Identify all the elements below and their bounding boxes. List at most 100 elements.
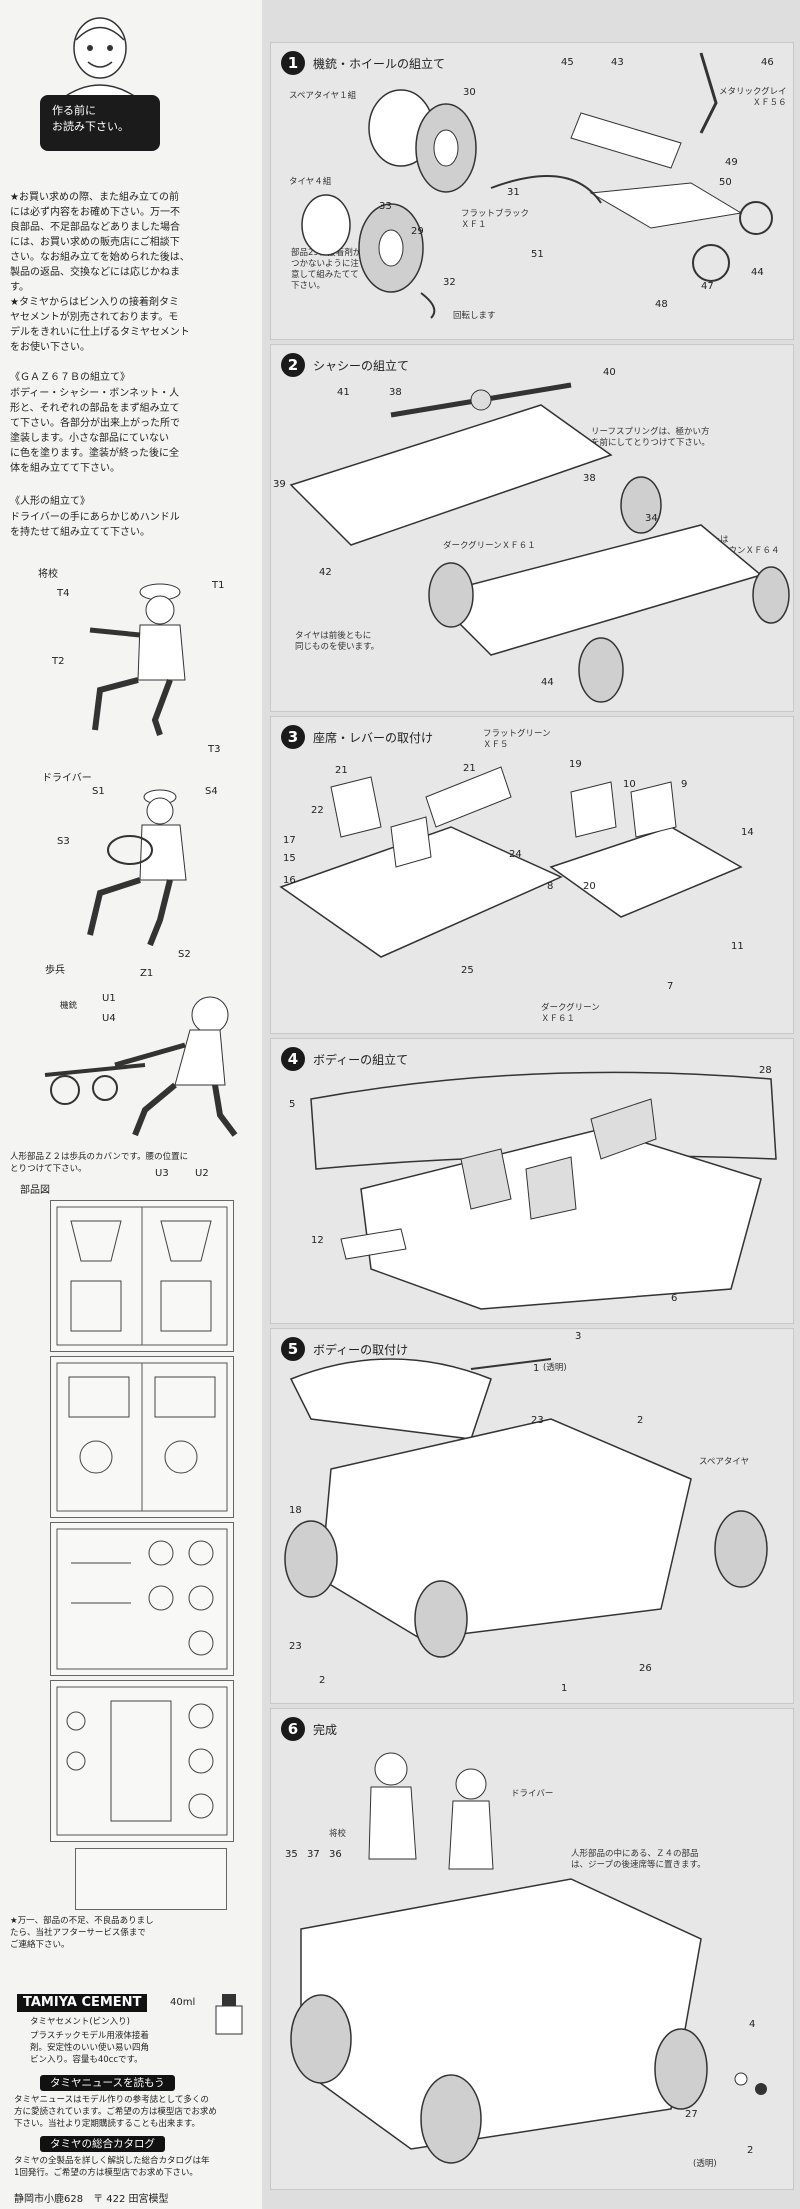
step6-part-36: 36 <box>329 1849 342 1860</box>
step1-part-51: 51 <box>531 249 544 260</box>
sprue-d-drawing <box>56 1686 228 1836</box>
part-t4: T4 <box>57 588 70 599</box>
step-1-title: 機銃・ホイールの組立て <box>313 56 446 71</box>
step-2-title: シャシーの組立て <box>313 358 410 373</box>
step4-part-28: 28 <box>759 1065 772 1076</box>
tamiya-cement-logo: TAMIYA CEMENT <box>17 1994 148 2012</box>
step6-part-2: 2 <box>747 2145 754 2156</box>
step-3-number: 3 <box>281 725 305 749</box>
step2-part-41: 41 <box>337 387 350 398</box>
step-1-drawing <box>301 52 773 319</box>
step-5-title: ボディーの取付け <box>313 1342 409 1357</box>
cement-name: タミヤセメント(ビン入り) <box>30 2017 130 2027</box>
step1-part-50: 50 <box>719 177 732 188</box>
step-5-panel: 5 ボディーの取付け (透明) スペアタイヤ 3 1 23 2 18 23 2 … <box>270 1328 794 1704</box>
step1-part-29: 29 <box>411 226 424 237</box>
step-2-number: 2 <box>281 353 305 377</box>
step-1-panel: 1 機銃・ホイールの組立て スペアタイヤ１組 タイヤ４組 メタリックグレイ ＸＦ… <box>270 42 794 340</box>
step-3-header: 3 座席・レバーの取付け <box>281 725 433 749</box>
step5-part-1b: 1 <box>561 1683 568 1694</box>
metallic-grey-label: メタリックグレイ ＸＦ５６ <box>719 87 787 108</box>
step1-part-43: 43 <box>611 57 624 68</box>
step-4-panel: 4 ボディーの組立て 28 5 12 6 <box>270 1038 794 1324</box>
step3-part-20: 20 <box>583 881 596 892</box>
step3-part-17: 17 <box>283 835 296 846</box>
step-3-drawing <box>279 766 743 958</box>
officer-label-6: 将校 <box>329 1829 347 1839</box>
part-u4: U4 <box>102 1013 116 1024</box>
sprue-a-drawing <box>56 1206 228 1346</box>
transparent-label-6: (透明) <box>693 2159 717 2169</box>
step6-part-37: 37 <box>307 1849 320 1860</box>
news-title-bar: タミヤニュースを読もう <box>40 2075 175 2091</box>
step2-part-39: 39 <box>273 479 286 490</box>
step-5-drawing <box>284 1358 768 1658</box>
parts-map-title: 部品図 <box>20 1185 50 1196</box>
step-5-header: 5 ボディーの取付け <box>281 1337 408 1361</box>
step-1-number: 1 <box>281 51 305 75</box>
step1-part-30: 30 <box>463 87 476 98</box>
flat-black-label: フラットブラック ＸＦ１ <box>461 209 530 230</box>
step-6-header: 6 完成 <box>281 1717 337 1741</box>
part-t3: T3 <box>208 744 221 755</box>
cement-text: プラスチックモデル用液体接着 剤。安定性のいい使い易い四角 ビン入り。容量も40… <box>30 2031 150 2065</box>
step1-part-31: 31 <box>507 187 520 198</box>
left-column: 作る前に お読み下さい。 ★お買い求めの際、また組み立ての前 には必ず内容をお確… <box>0 0 262 2209</box>
z2-note: 人形部品Ｚ２は歩兵のカバンです。腰の位置に とりつけて下さい。 <box>10 1152 189 1174</box>
step5-part-18: 18 <box>289 1505 302 1516</box>
step5-part-1a: 1 <box>533 1363 540 1374</box>
step1-part-32: 32 <box>443 277 456 288</box>
soldier-figure <box>44 996 238 1137</box>
step-6-drawing <box>290 1752 767 2164</box>
step2-part-38a: 38 <box>389 387 402 398</box>
step4-part-12: 12 <box>311 1235 324 1246</box>
step-3-title: 座席・レバーの取付け <box>313 730 434 745</box>
part-s3: S3 <box>57 836 70 847</box>
step-2-panel: 2 シャシーの組立て リーフスプリングは、極かい方 を前にしてとりつけて下さい。… <box>270 344 794 712</box>
part-s4: S4 <box>205 786 218 797</box>
step1-part-49: 49 <box>725 157 738 168</box>
step2-part-34: 34 <box>645 513 658 524</box>
gaz-text: ボディー・シャシー・ボンネット・人 形と、それぞれの部品をまず組み立て て下さい… <box>10 388 180 474</box>
step5-part-26: 26 <box>639 1663 652 1674</box>
step3-part-25: 25 <box>461 965 474 976</box>
bottom-warning: ★万一、部品の不足、不良品ありまし たら、当社アフターサービス係まで ご連絡下さ… <box>10 1916 154 1950</box>
step5-part-23b: 23 <box>289 1641 302 1652</box>
step-4-header: 4 ボディーの組立て <box>281 1047 408 1071</box>
step-5-number: 5 <box>281 1337 305 1361</box>
sprue-c-drawing <box>56 1528 228 1670</box>
step2-part-38b: 38 <box>583 473 596 484</box>
figure-text: ドライバーの手にあらかじめハンドル を持たせて組み立てて下さい。 <box>10 512 180 538</box>
step1-part-33: 33 <box>379 201 392 212</box>
part-t2: T2 <box>52 656 65 667</box>
catalog-text: タミヤの全製品を詳しく解説した総合カタログは年 1回発行。ご希望の方は模型店でお… <box>14 2156 210 2178</box>
step1-part-44: 44 <box>751 267 764 278</box>
parts-notice-box <box>75 1848 227 1910</box>
step-6-panel: 6 完成 将校 ドライバー 人形部品の中にある、Ｚ４の部品 は、ジープの後速席等… <box>270 1708 794 2190</box>
part-s2: S2 <box>178 949 191 960</box>
step5-part-2a: 2 <box>637 1415 644 1426</box>
flat-green-label: フラットグリーン ＸＦ５ <box>483 729 551 750</box>
parts-sprue-d <box>50 1680 234 1842</box>
step2-part-44: 44 <box>541 677 554 688</box>
officer-label: 将校 <box>38 569 58 580</box>
transparent-label-5: (透明) <box>543 1363 567 1373</box>
spare-tire-label-5: スペアタイヤ <box>699 1457 750 1467</box>
officer-figure <box>89 583 186 736</box>
step-4-title: ボディーの組立て <box>313 1052 409 1067</box>
part-u3: U3 <box>155 1168 169 1179</box>
driver-figure <box>87 789 187 947</box>
step5-part-3: 3 <box>575 1331 582 1342</box>
rotate-label: 回転します <box>453 311 496 321</box>
step5-part-2b: 2 <box>319 1675 326 1686</box>
right-column: 1 機銃・ホイールの組立て スペアタイヤ１組 タイヤ４組 メタリックグレイ ＸＦ… <box>262 0 800 2209</box>
cement-bottle-icon <box>215 1994 243 2035</box>
sprue-b-drawing <box>56 1362 228 1512</box>
dark-green-label: ダークグリーンＸＦ６１ <box>443 541 536 551</box>
news-text: タミヤニュースはモデル作りの参考誌として多くの 方に愛読されています。ご希望の方… <box>14 2095 217 2129</box>
step1-part-46: 46 <box>761 57 774 68</box>
step-2-drawing <box>289 382 790 703</box>
step1-part-45: 45 <box>561 57 574 68</box>
mechanic-illustration <box>59 17 141 100</box>
